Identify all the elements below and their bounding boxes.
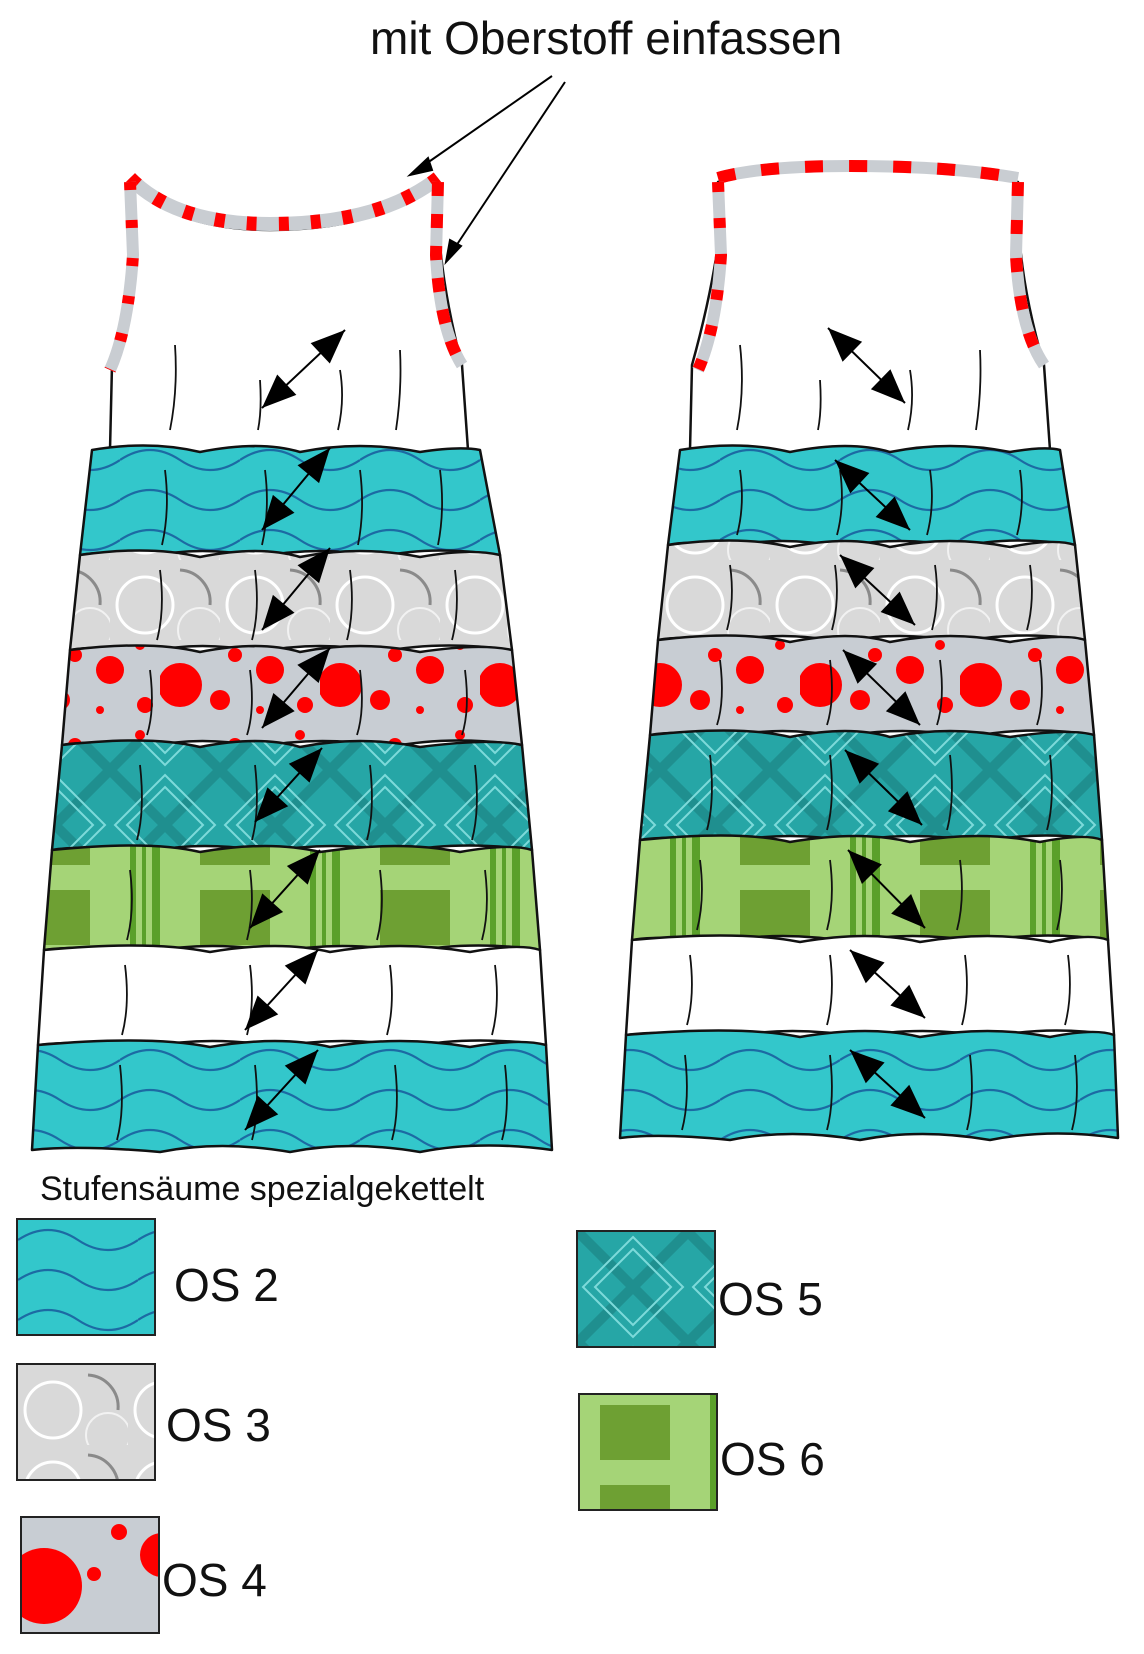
grainline-arrow-back xyxy=(849,1049,926,1119)
diamond-pattern xyxy=(578,1232,714,1346)
tier-3-os4 xyxy=(60,644,524,749)
grainline-arrow-front xyxy=(244,1049,319,1131)
grainline-arrow-back xyxy=(827,327,906,404)
tier-4-os5-back xyxy=(638,729,1104,844)
dots-pattern xyxy=(22,1518,158,1632)
grainline-arrow-back xyxy=(847,849,926,929)
tier-6-white-back xyxy=(624,934,1116,1039)
grainline-arrows-back xyxy=(827,327,926,1119)
swatch-os5 xyxy=(576,1230,716,1348)
legend-label-os3: OS 3 xyxy=(166,1399,271,1451)
tier-3-os4-back xyxy=(648,634,1096,739)
bodice-back xyxy=(688,168,1052,456)
garment-front xyxy=(30,172,554,1154)
grainline-arrow-front xyxy=(254,747,323,823)
legend-label-os4: OS 4 xyxy=(162,1554,267,1606)
tier-7-os2 xyxy=(30,1039,554,1154)
grainline-arrow-back xyxy=(849,949,926,1019)
grainline-arrow-back xyxy=(834,459,911,531)
neck-binding-front xyxy=(124,172,443,231)
tier-1-os2-back xyxy=(666,444,1077,549)
swatch-os6 xyxy=(578,1393,718,1511)
grainline-arrow-back xyxy=(839,554,916,626)
annotation-arrows xyxy=(406,75,566,266)
swatch-os2 xyxy=(16,1218,156,1336)
circles-pattern xyxy=(18,1365,154,1479)
tier-4-os5 xyxy=(50,739,534,854)
garment-back xyxy=(618,160,1120,1142)
tier-5-os6 xyxy=(42,844,542,954)
stripes-pattern xyxy=(580,1395,716,1509)
legend-title: Stufensäume spezialgekettelt xyxy=(40,1170,485,1208)
annotation-label: mit Oberstoff einfassen xyxy=(370,12,843,64)
grainline-arrow-back xyxy=(842,649,921,726)
grainline-arrow-front xyxy=(261,447,331,531)
waves-pattern xyxy=(18,1220,154,1334)
tier-6-white xyxy=(36,944,548,1049)
tier-2-os3 xyxy=(68,549,514,654)
grainline-arrow-back xyxy=(844,749,923,826)
grainline-arrow-front xyxy=(244,949,319,1031)
grainline-arrow-front xyxy=(249,849,321,929)
grainline-arrow-front xyxy=(261,547,331,631)
tier-2-os3-back xyxy=(656,539,1087,644)
swatch-os4 xyxy=(20,1516,160,1634)
grainline-arrow-front xyxy=(261,329,346,409)
legend-label-os2: OS 2 xyxy=(174,1259,279,1311)
legend-label-os6: OS 6 xyxy=(720,1433,825,1485)
legend-label-os5: OS 5 xyxy=(718,1273,823,1325)
tier-7-os2-back xyxy=(618,1029,1120,1142)
tier-1-os2 xyxy=(78,444,502,559)
grainline-arrows-front xyxy=(244,329,346,1131)
swatch-os3 xyxy=(16,1363,156,1481)
tier-5-os6-back xyxy=(630,834,1110,944)
grainline-arrow-front xyxy=(261,647,331,729)
